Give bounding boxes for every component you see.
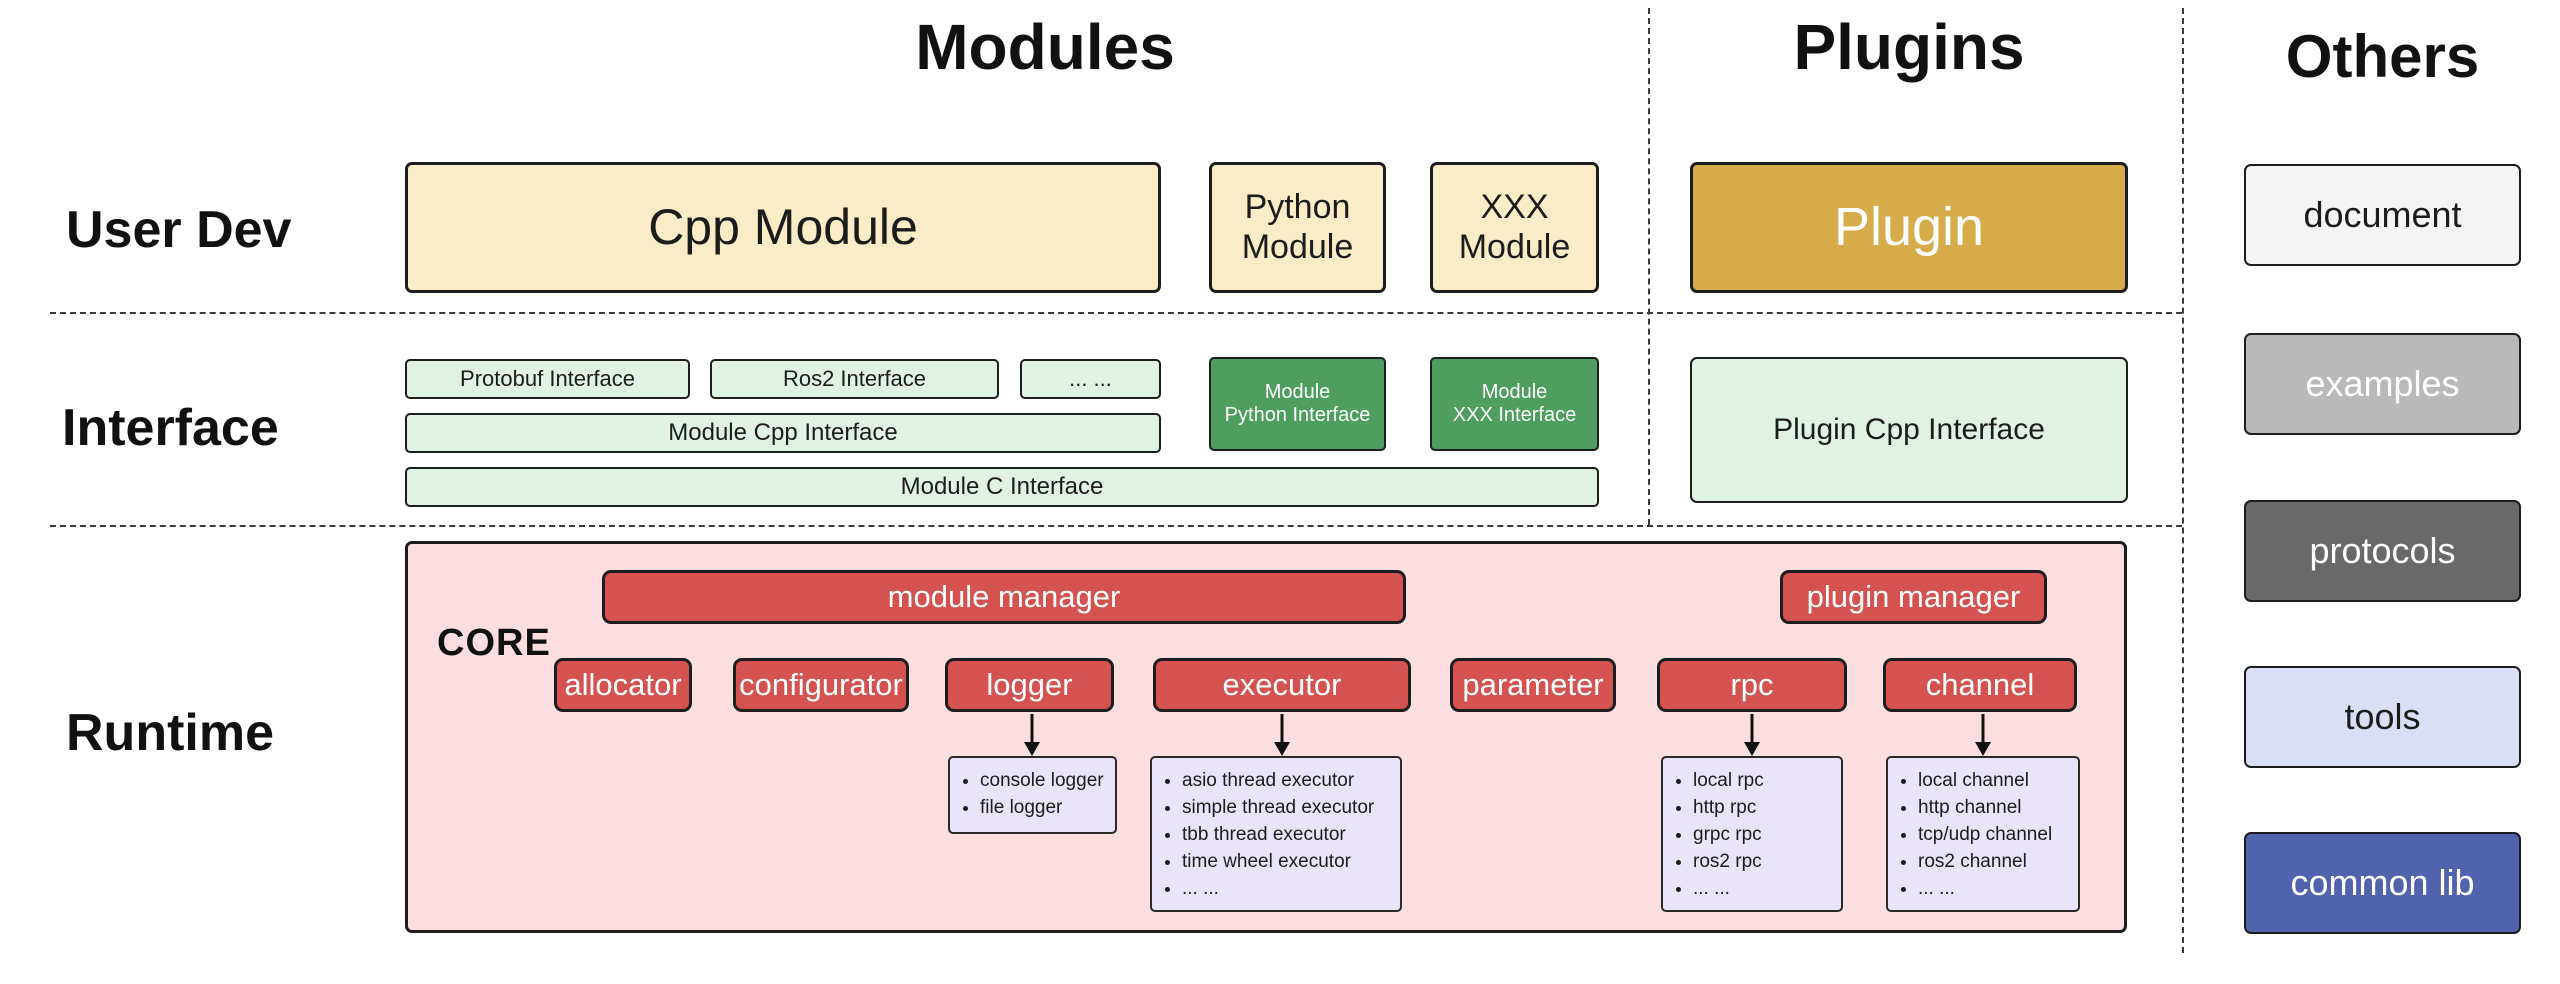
channel-list: local channel http channel tcp/udp chann…: [1888, 758, 2078, 913]
list-item: ... ...: [1918, 876, 2070, 903]
list-item: console logger: [980, 768, 1107, 795]
list-item: time wheel executor: [1182, 849, 1392, 876]
list-item: simple thread executor: [1182, 795, 1392, 822]
divider-userdev-interface: [50, 312, 2182, 314]
plugin-box: Plugin: [1690, 162, 2128, 293]
channel-down-arrow-icon: [1975, 714, 1991, 756]
list-item: local channel: [1918, 768, 2070, 795]
channel-button: channel: [1883, 658, 2077, 712]
list-item: local rpc: [1693, 768, 1833, 795]
executor-list: asio thread executor simple thread execu…: [1152, 758, 1400, 913]
more-interfaces-box: ... ...: [1020, 359, 1161, 399]
divider-plugins-others: [2182, 8, 2184, 953]
others-tools-box: tools: [2244, 666, 2521, 768]
logger-list: console logger file logger: [950, 758, 1115, 832]
logger-button: logger: [945, 658, 1114, 712]
list-item: http channel: [1918, 795, 2070, 822]
list-item: tbb thread executor: [1182, 822, 1392, 849]
others-common-lib-box: common lib: [2244, 832, 2521, 934]
core-label: CORE: [437, 622, 551, 664]
others-document-box: document: [2244, 164, 2521, 266]
configurator-button: configurator: [733, 658, 909, 712]
list-item: tcp/udp channel: [1918, 822, 2070, 849]
list-item: ... ...: [1693, 876, 1833, 903]
python-module-box: Python Module: [1209, 162, 1386, 293]
list-item: grpc rpc: [1693, 822, 1833, 849]
row-label-interface: Interface: [62, 399, 279, 457]
protobuf-interface-box: Protobuf Interface: [405, 359, 690, 399]
logger-down-arrow-icon: [1024, 714, 1040, 756]
list-item: ros2 channel: [1918, 849, 2070, 876]
plugin-cpp-interface-box: Plugin Cpp Interface: [1690, 357, 2128, 503]
rpc-button: rpc: [1657, 658, 1847, 712]
rpc-list: local rpc http rpc grpc rpc ros2 rpc ...…: [1663, 758, 1841, 913]
others-examples-box: examples: [2244, 333, 2521, 435]
row-label-runtime: Runtime: [66, 704, 274, 762]
module-manager-bar: module manager: [602, 570, 1406, 624]
others-protocols-box: protocols: [2244, 500, 2521, 602]
module-python-interface-box: Module Python Interface: [1209, 357, 1386, 451]
list-item: ... ...: [1182, 876, 1392, 903]
list-item: http rpc: [1693, 795, 1833, 822]
divider-interface-runtime: [50, 525, 2182, 527]
list-item: asio thread executor: [1182, 768, 1392, 795]
ros2-interface-box: Ros2 Interface: [710, 359, 999, 399]
module-c-interface-box: Module C Interface: [405, 467, 1599, 507]
divider-modules-plugins: [1648, 8, 1650, 525]
modules-header: Modules: [915, 11, 1175, 83]
channel-implementations-list: local channel http channel tcp/udp chann…: [1886, 756, 2080, 912]
plugin-manager-bar: plugin manager: [1780, 570, 2047, 624]
cpp-module-box: Cpp Module: [405, 162, 1161, 293]
executor-down-arrow-icon: [1274, 714, 1290, 756]
executor-button: executor: [1153, 658, 1411, 712]
executor-implementations-list: asio thread executor simple thread execu…: [1150, 756, 1402, 912]
list-item: ros2 rpc: [1693, 849, 1833, 876]
list-item: file logger: [980, 795, 1107, 822]
allocator-button: allocator: [554, 658, 692, 712]
rpc-implementations-list: local rpc http rpc grpc rpc ros2 rpc ...…: [1661, 756, 1843, 912]
module-cpp-interface-box: Module Cpp Interface: [405, 413, 1161, 453]
rpc-down-arrow-icon: [1744, 714, 1760, 756]
others-header: Others: [2285, 23, 2480, 90]
logger-implementations-list: console logger file logger: [948, 756, 1117, 834]
parameter-button: parameter: [1450, 658, 1616, 712]
xxx-module-box: XXX Module: [1430, 162, 1599, 293]
module-xxx-interface-box: Module XXX Interface: [1430, 357, 1599, 451]
plugins-header: Plugins: [1793, 11, 2025, 83]
row-label-user-dev: User Dev: [66, 201, 292, 259]
